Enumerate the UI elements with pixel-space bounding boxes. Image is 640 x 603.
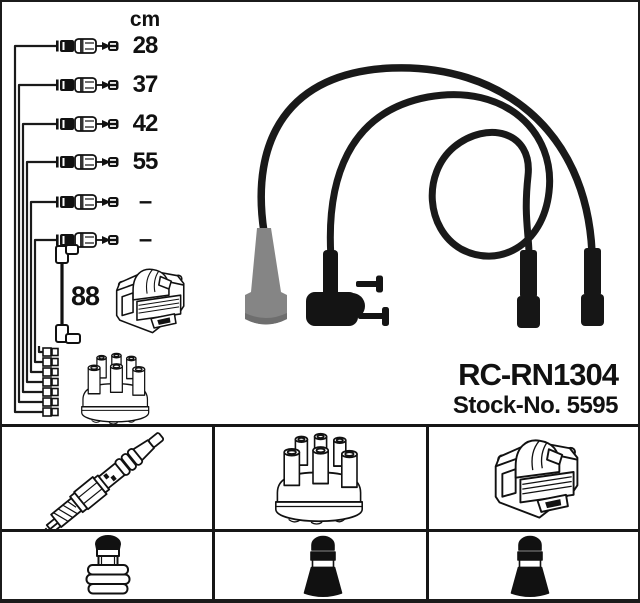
length-unit-header: cm [129, 8, 161, 31]
cable-length-5: – [138, 188, 152, 215]
ignition-coil-small-drawing [115, 268, 185, 334]
black-boot-left-drawing [517, 250, 540, 328]
spark-plug-icon [38, 426, 169, 529]
cable-length-1: 28 [132, 32, 159, 59]
stock-number: Stock-No. 5595 [452, 392, 619, 419]
cable-set-photo-drawing [245, 64, 604, 328]
black-boot-connector-icon [303, 535, 343, 598]
cable-length-6: – [138, 226, 152, 253]
cable-length-3: 42 [132, 110, 159, 137]
black-boot-connector-icon [510, 535, 550, 598]
grid-divider [0, 424, 640, 427]
grid-divider [426, 424, 429, 603]
distributor-cap-icon [274, 432, 364, 525]
plug-terminal-connector-icon [85, 535, 131, 595]
grid-divider [212, 424, 215, 603]
cable-row-drawings [55, 38, 120, 248]
gray-boot-drawing [245, 228, 287, 325]
part-number: RC-RN1304 [458, 357, 619, 392]
wiring-schematic-drawing [13, 38, 604, 424]
elbow-boot-drawing [306, 250, 389, 326]
cable-length-4: 55 [132, 148, 159, 175]
grid-divider [0, 529, 640, 532]
cable-length-2: 37 [132, 71, 159, 98]
black-boot-right-drawing [581, 248, 604, 326]
coil-wire-drawing [55, 244, 81, 344]
coil-wire-length: 88 [70, 281, 100, 311]
distributor-cap-small-drawing [81, 352, 150, 424]
ignition-coil-icon [494, 439, 579, 519]
cable-routing-lines [13, 44, 56, 414]
distributor-terminal-stubs [42, 347, 59, 417]
